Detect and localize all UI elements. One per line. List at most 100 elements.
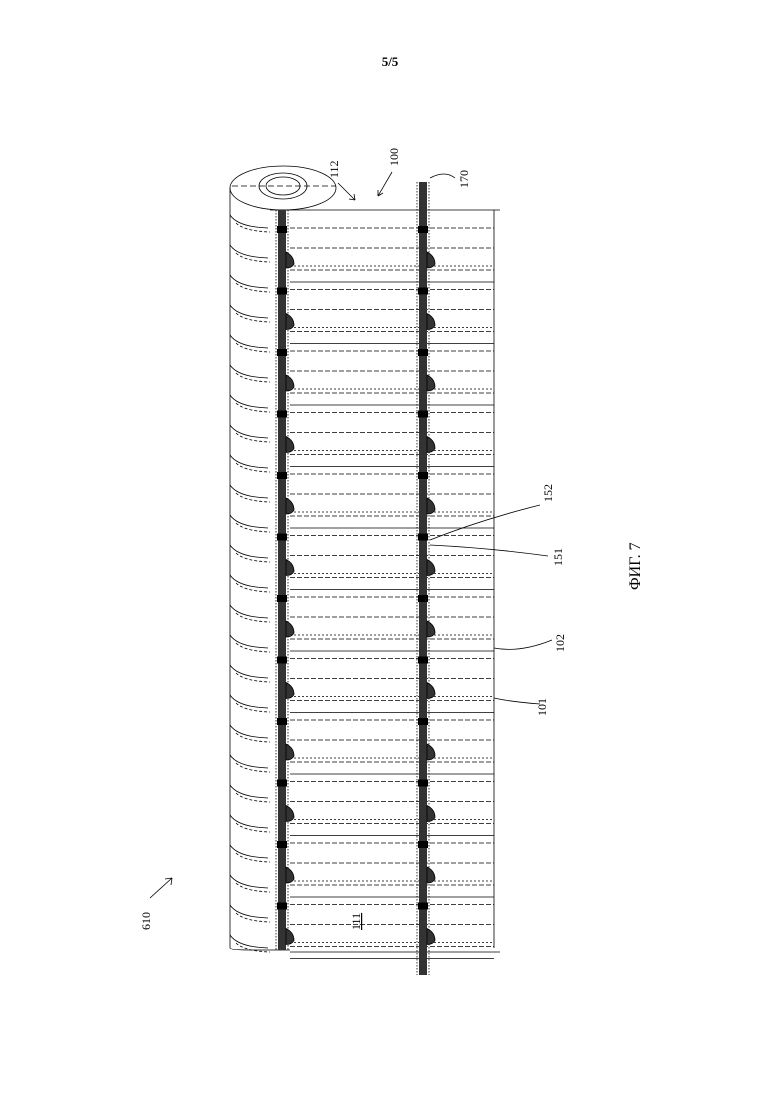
band-notch (418, 903, 428, 910)
roll-drawing (150, 166, 552, 975)
band-notch (277, 288, 287, 295)
band-tab (427, 806, 435, 822)
roll-wrap-arc (230, 815, 268, 828)
perforation-bands (276, 182, 435, 975)
roll-wrap-arc (230, 665, 268, 678)
roll-wrap-arc (230, 395, 268, 408)
reference-leaders (150, 172, 552, 898)
roll-wrap-arc (230, 275, 268, 288)
arrow-610-shaft (150, 878, 172, 898)
band-tab (286, 498, 294, 514)
band-tab (286, 744, 294, 760)
band-notch (277, 349, 287, 356)
band-strip (419, 182, 427, 975)
ref-152: 152 (541, 484, 555, 502)
band-notch (418, 226, 428, 233)
roll-wrap-arc (230, 935, 268, 948)
leader-101 (494, 698, 540, 704)
ref-170: 170 (457, 170, 471, 188)
roll-wrap-arc (230, 305, 268, 318)
band-strip (278, 210, 286, 950)
band-notch (418, 595, 428, 602)
roll-wrap-arc (230, 335, 268, 348)
band-tab (286, 314, 294, 330)
roll-wrap-arc (230, 875, 268, 888)
ref-102: 102 (553, 634, 567, 652)
band-tab (427, 744, 435, 760)
roll-wrap-arc (230, 545, 268, 558)
ref-101: 101 (535, 698, 549, 716)
band-tab (286, 806, 294, 822)
band-tab (427, 867, 435, 883)
roll-wrap-arc (230, 365, 268, 378)
arrow-100-head (378, 190, 383, 196)
roll-wrap-arc (230, 905, 268, 918)
band-notch (277, 595, 287, 602)
band-notch (418, 411, 428, 418)
band-tab (286, 252, 294, 268)
band-tab (286, 621, 294, 637)
band-notch (277, 780, 287, 787)
band-tab (427, 929, 435, 945)
band-tab (427, 437, 435, 453)
band-notch (418, 780, 428, 787)
roll-wrap-arc (230, 605, 268, 618)
arrow-100-shaft (378, 172, 392, 196)
page-number: 5/5 (382, 54, 399, 69)
roll-wrap-arc (230, 485, 268, 498)
band-notch (277, 472, 287, 479)
band-notch (418, 288, 428, 295)
band-tab (286, 867, 294, 883)
band-tab (427, 375, 435, 391)
band-tab (427, 314, 435, 330)
leader-170 (430, 174, 455, 178)
roll-wrap-arc (230, 725, 268, 738)
band-notch (277, 226, 287, 233)
band-notch (277, 534, 287, 541)
ref-112: 112 (327, 160, 341, 178)
band-notch (418, 472, 428, 479)
band-tab (427, 252, 435, 268)
band-notch (277, 841, 287, 848)
band-notch (277, 718, 287, 725)
band-tab (286, 560, 294, 576)
leader-102 (494, 640, 552, 649)
band-tab (286, 929, 294, 945)
figure-label: ФИГ. 7 (627, 542, 644, 590)
roll-wrap-arc (230, 785, 268, 798)
band-tab (427, 621, 435, 637)
band-tab (286, 375, 294, 391)
roll-wrap-arc (230, 755, 268, 768)
band-notch (277, 657, 287, 664)
roll-wrap-arc (230, 245, 268, 258)
band-tab (427, 683, 435, 699)
band-notch (277, 411, 287, 418)
band-notch (277, 903, 287, 910)
leader-151 (430, 545, 548, 556)
roll-wrap-arc (230, 575, 268, 588)
band-tab (427, 560, 435, 576)
band-notch (418, 841, 428, 848)
ref-111: 111 (349, 913, 363, 930)
roll-wrap-arc (230, 635, 268, 648)
ref-151: 151 (551, 548, 565, 566)
band-tab (286, 437, 294, 453)
band-tab (427, 498, 435, 514)
ref-100: 100 (387, 148, 401, 166)
band-notch (418, 657, 428, 664)
band-tab (286, 683, 294, 699)
roll-wrap-arc (230, 845, 268, 858)
leader-152 (430, 505, 540, 540)
band-notch (418, 534, 428, 541)
band-notch (418, 349, 428, 356)
roll-wrap-arc (230, 425, 268, 438)
band-notch (418, 718, 428, 725)
unrolled-sheet (270, 210, 500, 959)
roll-wrap-arc (230, 515, 268, 528)
ref-610: 610 (139, 912, 153, 930)
roll-wrap-arc (230, 215, 268, 228)
arrow-112-shaft (338, 183, 355, 200)
roll-wrap-arc (230, 695, 268, 708)
roll-wrap-arc (230, 455, 268, 468)
